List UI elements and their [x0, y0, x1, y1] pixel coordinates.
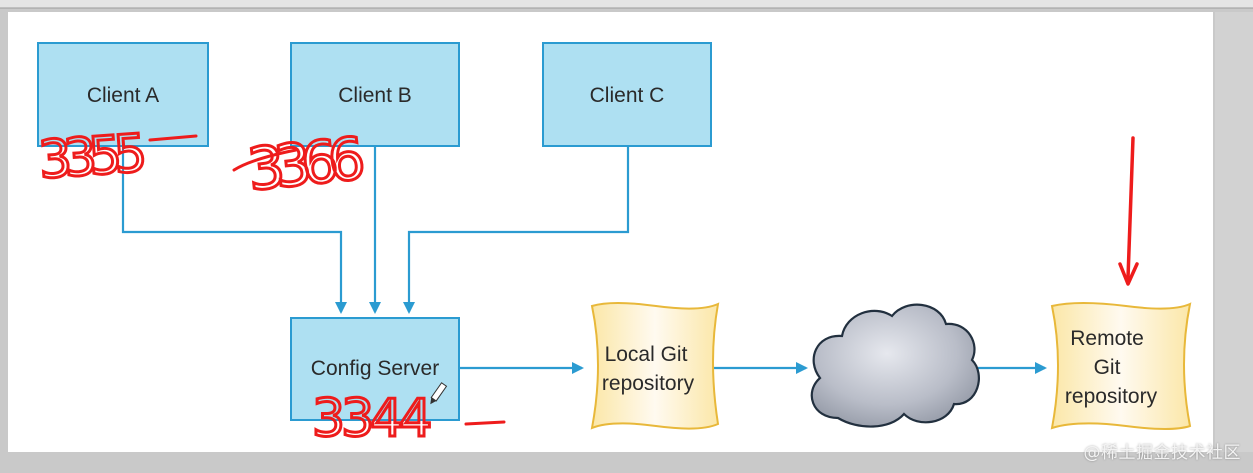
client-a-label: Client A: [87, 84, 159, 107]
remote-git-repository[interactable]: Remote Git repository: [1050, 302, 1192, 430]
window-top-bar: [0, 0, 1253, 8]
client-b-box[interactable]: Client B: [290, 42, 460, 147]
pen-cursor-icon: [430, 382, 448, 405]
scrollbar-track[interactable]: [1215, 12, 1253, 452]
cloud-icon: [810, 303, 980, 428]
client-c-box[interactable]: Client C: [542, 42, 712, 147]
client-connectors: [121, 146, 630, 314]
local-git-label-line1: Local Git: [605, 343, 688, 366]
handwritten-annotations: 3355 3366 3344: [35, 122, 1139, 451]
local-git-repository[interactable]: Local Git repository: [590, 302, 720, 430]
watermark: @稀土掘金技术社区: [1083, 443, 1241, 463]
config-server-port-annotation: 3344: [312, 389, 430, 449]
client-a-port-annotation: 3355: [37, 124, 145, 191]
config-server-label: Config Server: [311, 357, 439, 380]
connector-client-a: [121, 146, 347, 314]
remote-pointer-arrow: [1118, 136, 1139, 286]
client-b-port-annotation: 3366: [244, 124, 365, 204]
client-a-port-stroke: [148, 134, 198, 142]
remote-git-label-line2: Git: [1094, 356, 1121, 379]
client-c-label: Client C: [590, 84, 665, 107]
config-server-port-stroke: [464, 420, 506, 426]
client-b-port-stroke: [232, 148, 298, 172]
client-a-box[interactable]: Client A: [37, 42, 209, 147]
local-git-label-line2: repository: [602, 372, 695, 395]
client-b-label: Client B: [338, 84, 412, 107]
remote-git-label-line3: repository: [1065, 385, 1158, 408]
remote-git-label-line1: Remote: [1070, 327, 1144, 350]
connector-client-c: [403, 146, 630, 314]
